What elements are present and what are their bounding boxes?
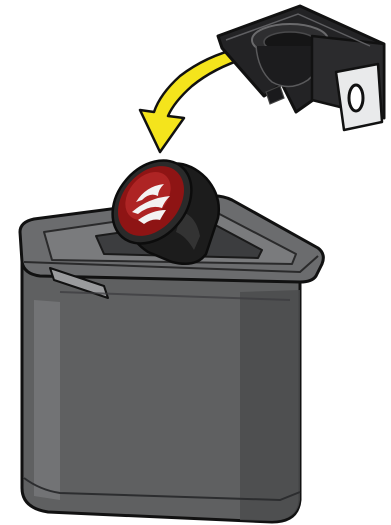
container-side-shade xyxy=(240,290,300,521)
container-highlight xyxy=(34,300,60,500)
holder-tab-slot xyxy=(349,85,363,111)
arrow-icon xyxy=(140,48,246,152)
capsule-holder-icon xyxy=(218,6,384,130)
arrow-shape xyxy=(140,48,246,152)
